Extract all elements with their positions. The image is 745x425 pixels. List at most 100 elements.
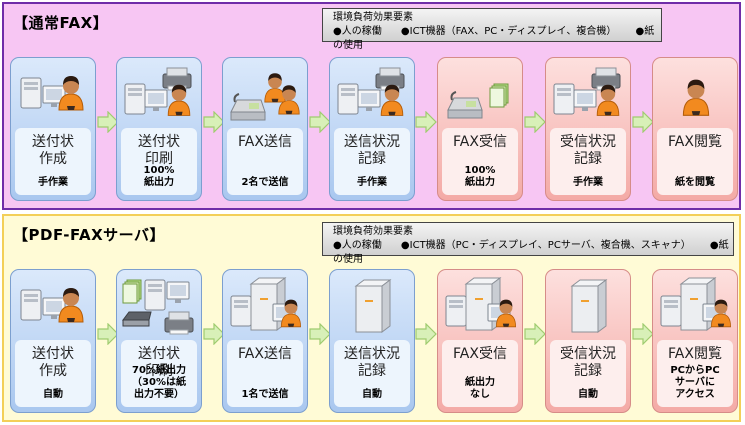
flow-arrow-icon xyxy=(632,322,654,346)
process-step-card: FAX閲覧紙を閲覧 xyxy=(652,57,738,201)
step-label-panel: FAX送信 1名で送信 xyxy=(227,340,303,407)
step-title: FAX送信 xyxy=(238,134,292,150)
person xyxy=(682,79,710,116)
step-detail: 100% 紙出力 xyxy=(143,165,175,188)
person xyxy=(58,288,84,323)
monitor xyxy=(166,281,190,303)
process-step-card: FAX受信 100% 紙出力 xyxy=(437,57,523,201)
section-title: 【PDF-FAXサーバ】 xyxy=(13,226,166,244)
section-title: 【通常FAX】 xyxy=(13,14,109,32)
monitor xyxy=(42,297,66,319)
server-tower xyxy=(354,279,392,333)
person xyxy=(710,299,732,328)
step-label-panel: 送信状況 記録自動 xyxy=(334,340,410,407)
flow-arrow-icon xyxy=(203,110,225,134)
pc-and-person-icon xyxy=(11,62,97,128)
pc-server-person-icon xyxy=(223,274,309,340)
process-step-card: 受信状況 記録手作業 xyxy=(545,57,631,201)
pc-printer-person-icon xyxy=(546,62,632,128)
step-label-panel: 送信状況 記録手作業 xyxy=(334,128,410,195)
step-title: FAX送信 xyxy=(238,346,292,362)
step-label-panel: 送付状 作成自動 xyxy=(15,340,91,407)
step-label-panel: 受信状況 記録手作業 xyxy=(550,128,626,195)
pc-server-person-icon xyxy=(438,274,524,340)
step-detail: 自動 xyxy=(578,389,598,400)
step-label-panel: 受信状況 記録自動 xyxy=(550,340,626,407)
step-title: 送信状況 記録 xyxy=(344,134,400,167)
flow-arrow-icon xyxy=(97,322,119,346)
monitor xyxy=(573,89,597,111)
step-detail: 手作業 xyxy=(38,177,68,188)
fax-machine xyxy=(230,93,266,121)
step-detail: 手作業 xyxy=(573,177,603,188)
legend-items: ●人の稼働 ●ICT機器（FAX、PC・ディスプレイ、複合機） ●紙の使用 xyxy=(333,25,661,53)
step-detail: 70%紙出力 （30%は紙 出力不要） xyxy=(132,365,186,400)
step-title: 送付状 印刷 xyxy=(138,134,180,167)
flow-arrow-icon xyxy=(632,110,654,134)
legend-item: ●ICT機器（PC・ディスプレイ、PCサーバ、複合機、スキャナ） xyxy=(400,240,691,251)
legend-box: 環境負荷効果要素 ●人の稼働 ●ICT機器（PC・ディスプレイ、PCサーバ、複合… xyxy=(322,222,734,265)
process-step-card: FAX受信紙出力 なし xyxy=(437,269,523,413)
legend-item: ●人の稼働 xyxy=(333,26,382,37)
legend-item: ●紙の使用 xyxy=(333,240,729,265)
legend-item: ●紙の使用 xyxy=(333,26,655,51)
pc-printer-person-icon xyxy=(330,62,416,128)
pc-tower xyxy=(144,279,166,311)
server-icon xyxy=(546,274,632,340)
person xyxy=(495,299,517,328)
flow-arrow-icon xyxy=(415,322,437,346)
pc-tower xyxy=(337,83,359,115)
legend-box: 環境負荷効果要素 ●人の稼働 ●ICT機器（FAX、PC・ディスプレイ、複合機）… xyxy=(322,8,662,51)
step-title: 送付状 作成 xyxy=(32,346,74,379)
step-label-panel: FAX受信 100% 紙出力 xyxy=(442,128,518,195)
process-step-card: 受信状況 記録自動 xyxy=(545,269,631,413)
legend-item: ●ICT機器（FAX、PC・ディスプレイ、複合機） xyxy=(400,26,617,37)
process-step-card: FAX送信 1名で送信 xyxy=(222,269,308,413)
step-detail: 紙を閲覧 xyxy=(675,177,715,188)
section-pdf-fax-server: 【PDF-FAXサーバ】 環境負荷効果要素 ●人の稼働 ●ICT機器（PC・ディ… xyxy=(2,214,741,422)
pc-tower xyxy=(660,295,682,327)
legend-heading: 環境負荷効果要素 xyxy=(333,12,413,23)
flow-arrow-icon xyxy=(415,110,437,134)
step-detail: 自動 xyxy=(362,389,382,400)
step-detail: 紙出力 なし xyxy=(465,377,495,400)
fax-machine xyxy=(447,91,483,119)
step-title: FAX受信 xyxy=(453,346,507,362)
process-step-card: 送付状 作成手作業 xyxy=(10,57,96,201)
person xyxy=(596,84,620,116)
pc-tower xyxy=(20,289,42,321)
section-standard-fax: 【通常FAX】 環境負荷効果要素 ●人の稼働 ●ICT機器（FAX、PC・ディス… xyxy=(2,2,741,210)
process-step-card: 送信状況 記録手作業 xyxy=(329,57,415,201)
pc-tower xyxy=(124,83,146,115)
monitor xyxy=(357,89,381,111)
flow-arrow-icon xyxy=(203,322,225,346)
step-title: FAX閲覧 xyxy=(668,134,722,150)
step-detail: 手作業 xyxy=(357,177,387,188)
step-detail: 1名で送信 xyxy=(241,389,289,400)
step-detail: 100% 紙出力 xyxy=(464,165,496,188)
printer xyxy=(164,311,194,335)
step-title: FAX受信 xyxy=(453,134,507,150)
legend-items: ●人の稼働 ●ICT機器（PC・ディスプレイ、PCサーバ、複合機、スキャナ） ●… xyxy=(333,239,733,267)
step-title: 送付状 印刷 xyxy=(138,346,180,379)
legend-item: ●人の稼働 xyxy=(333,240,382,251)
person xyxy=(380,84,404,116)
step-detail: 自動 xyxy=(43,389,63,400)
step-label-panel: 送付状 作成手作業 xyxy=(15,128,91,195)
step-title: FAX閲覧 xyxy=(668,346,722,362)
flow-arrow-icon xyxy=(309,322,331,346)
pc-printer-person-icon xyxy=(117,62,203,128)
person xyxy=(278,85,300,115)
flow-arrow-icon xyxy=(524,110,546,134)
person xyxy=(264,73,286,103)
flow-arrow-icon xyxy=(524,322,546,346)
paper-stack xyxy=(489,83,509,108)
step-title: 受信状況 記録 xyxy=(560,346,616,379)
paper-stack xyxy=(122,279,142,304)
